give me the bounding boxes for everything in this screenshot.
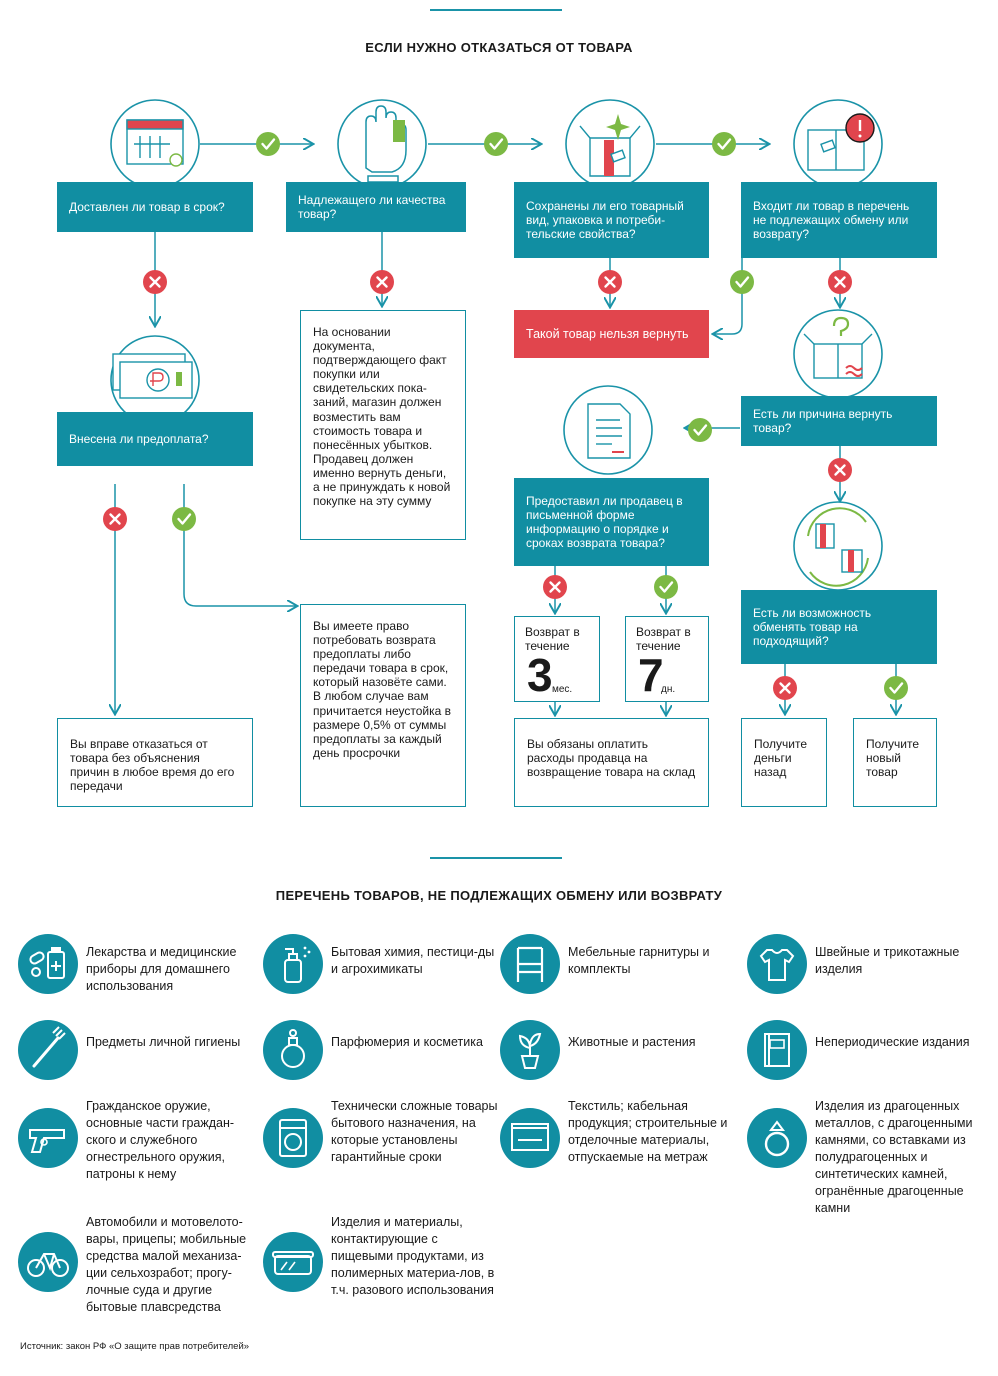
calendar-icon xyxy=(126,119,184,167)
perfume-icon xyxy=(263,1020,323,1080)
spray-bottle-icon xyxy=(263,934,323,994)
open-box-icon xyxy=(579,114,641,177)
return-3-months-box: Возврат в течение xyxy=(514,616,600,702)
no-marker xyxy=(141,268,169,296)
prepayment-result: Вы имеете право потребовать возврата пре… xyxy=(300,604,466,807)
book-icon xyxy=(747,1020,807,1080)
question-box-icon xyxy=(803,316,873,379)
question-appearance-preserved: Сохранены ли его товарный вид, упаковка … xyxy=(514,182,709,258)
question-prepayment: Внесена ли предоплата? xyxy=(57,412,253,466)
yes-marker xyxy=(710,130,738,158)
ring-icon xyxy=(747,1108,807,1168)
yes-marker xyxy=(728,268,756,296)
list-item-text: Парфюмерия и косметика xyxy=(331,1035,483,1049)
return-label: Возврат в течение xyxy=(525,625,580,654)
money-icon xyxy=(112,353,193,399)
washing-machine-icon xyxy=(263,1108,323,1168)
no-marker xyxy=(771,674,799,702)
list-item-text: Предметы личной гигиены xyxy=(86,1035,241,1049)
pay-return-costs-result: Вы обязаны оплатить расходы продавца на … xyxy=(514,718,709,807)
chair-icon xyxy=(500,934,560,994)
no-marker xyxy=(596,268,624,296)
question-written-info: Предоставил ли продавец в письменной фор… xyxy=(514,478,709,566)
list-item-text: Изделия и материалы, контактирующие с пи… xyxy=(331,1215,495,1297)
yes-marker xyxy=(170,505,198,533)
refuse-result: Вы вправе отказаться от товара без объяс… xyxy=(57,718,253,807)
cannot-return-result: Такой товар нельзя вернуть xyxy=(514,310,709,358)
exchange-icon xyxy=(807,507,869,587)
bicycle-icon xyxy=(18,1232,78,1292)
toothbrush-icon xyxy=(18,1020,78,1080)
middle-rule xyxy=(430,857,562,859)
list-item-text: Мебельные гарнитуры и комплекты xyxy=(568,945,710,976)
get-money-back-result: Получите деньги назад xyxy=(741,718,827,807)
plant-icon xyxy=(500,1020,560,1080)
no-marker xyxy=(826,268,854,296)
yes-marker xyxy=(686,416,714,444)
question-proper-quality: Надлежащего ли качества товар? xyxy=(286,182,466,232)
flow-title: ЕСЛИ НУЖНО ОТКАЗАТЬСЯ ОТ ТОВАРА xyxy=(365,40,633,55)
pistol-icon xyxy=(18,1108,78,1168)
no-marker xyxy=(101,505,129,533)
warning-box-icon xyxy=(807,113,875,171)
food-container-icon xyxy=(263,1232,323,1292)
question-in-excluded-list: Входит ли товар в перечень не подлежащих… xyxy=(741,182,937,258)
return-3-unit: мес. xyxy=(552,684,573,695)
return-7-unit: дн. xyxy=(661,684,676,695)
question-exchange-possible: Есть ли возможность обменять товар на по… xyxy=(741,590,937,664)
list-item-text: Гражданское оружие, основные части гражд… xyxy=(86,1099,235,1181)
no-marker xyxy=(541,573,569,601)
flowchart-graphics xyxy=(101,99,910,850)
return-label: Возврат в течение xyxy=(636,625,691,654)
list-item-text: Непериодические издания xyxy=(815,1035,970,1049)
document-icon xyxy=(587,403,631,459)
list-item-text: Технически сложные товары бытового назна… xyxy=(331,1099,498,1164)
return-7-days-box: Возврат в течение xyxy=(625,616,709,702)
no-marker xyxy=(368,268,396,296)
fabric-roll-icon xyxy=(500,1108,560,1168)
yes-marker xyxy=(254,130,282,158)
list-item-text: Животные и растения xyxy=(568,1035,696,1049)
list-item-text: Швейные и трикотажные изделия xyxy=(815,945,960,976)
top-rule xyxy=(430,9,562,11)
list-item-text: Бытовая химия, пестици-ды и агрохимикаты xyxy=(331,945,495,976)
list-item-text: Текстиль; кабельная продукция; строитель… xyxy=(568,1099,728,1164)
source-note: Источник: закон РФ «О защите прав потреб… xyxy=(20,1341,250,1352)
quality-result: На основании документа, подтверждающего … xyxy=(300,310,466,540)
question-return-reason: Есть ли причина вернуть товар? xyxy=(741,396,937,446)
get-new-item-result: Получите новый товар xyxy=(853,718,937,807)
tshirt-icon xyxy=(747,934,807,994)
no-marker xyxy=(826,456,854,484)
medicine-icon xyxy=(18,934,78,994)
list-item-text: Лекарства и медицинские приборы для дома… xyxy=(86,945,237,993)
return-3-number: 3 xyxy=(527,649,553,701)
stop-hand-icon xyxy=(365,105,407,183)
return-7-number: 7 xyxy=(638,649,664,701)
yes-marker xyxy=(482,130,510,158)
yes-marker xyxy=(882,674,910,702)
list-item-text: Изделия из драгоценных металлов, с драго… xyxy=(815,1099,973,1215)
question-delivered-on-time: Доставлен ли товар в срок? xyxy=(57,182,253,232)
list-title: ПЕРЕЧЕНЬ ТОВАРОВ, НЕ ПОДЛЕЖАЩИХ ОБМЕНУ И… xyxy=(275,888,723,903)
list-item-text: Автомобили и мотовелото-вары, прицепы; м… xyxy=(86,1215,247,1314)
yes-marker xyxy=(652,573,680,601)
